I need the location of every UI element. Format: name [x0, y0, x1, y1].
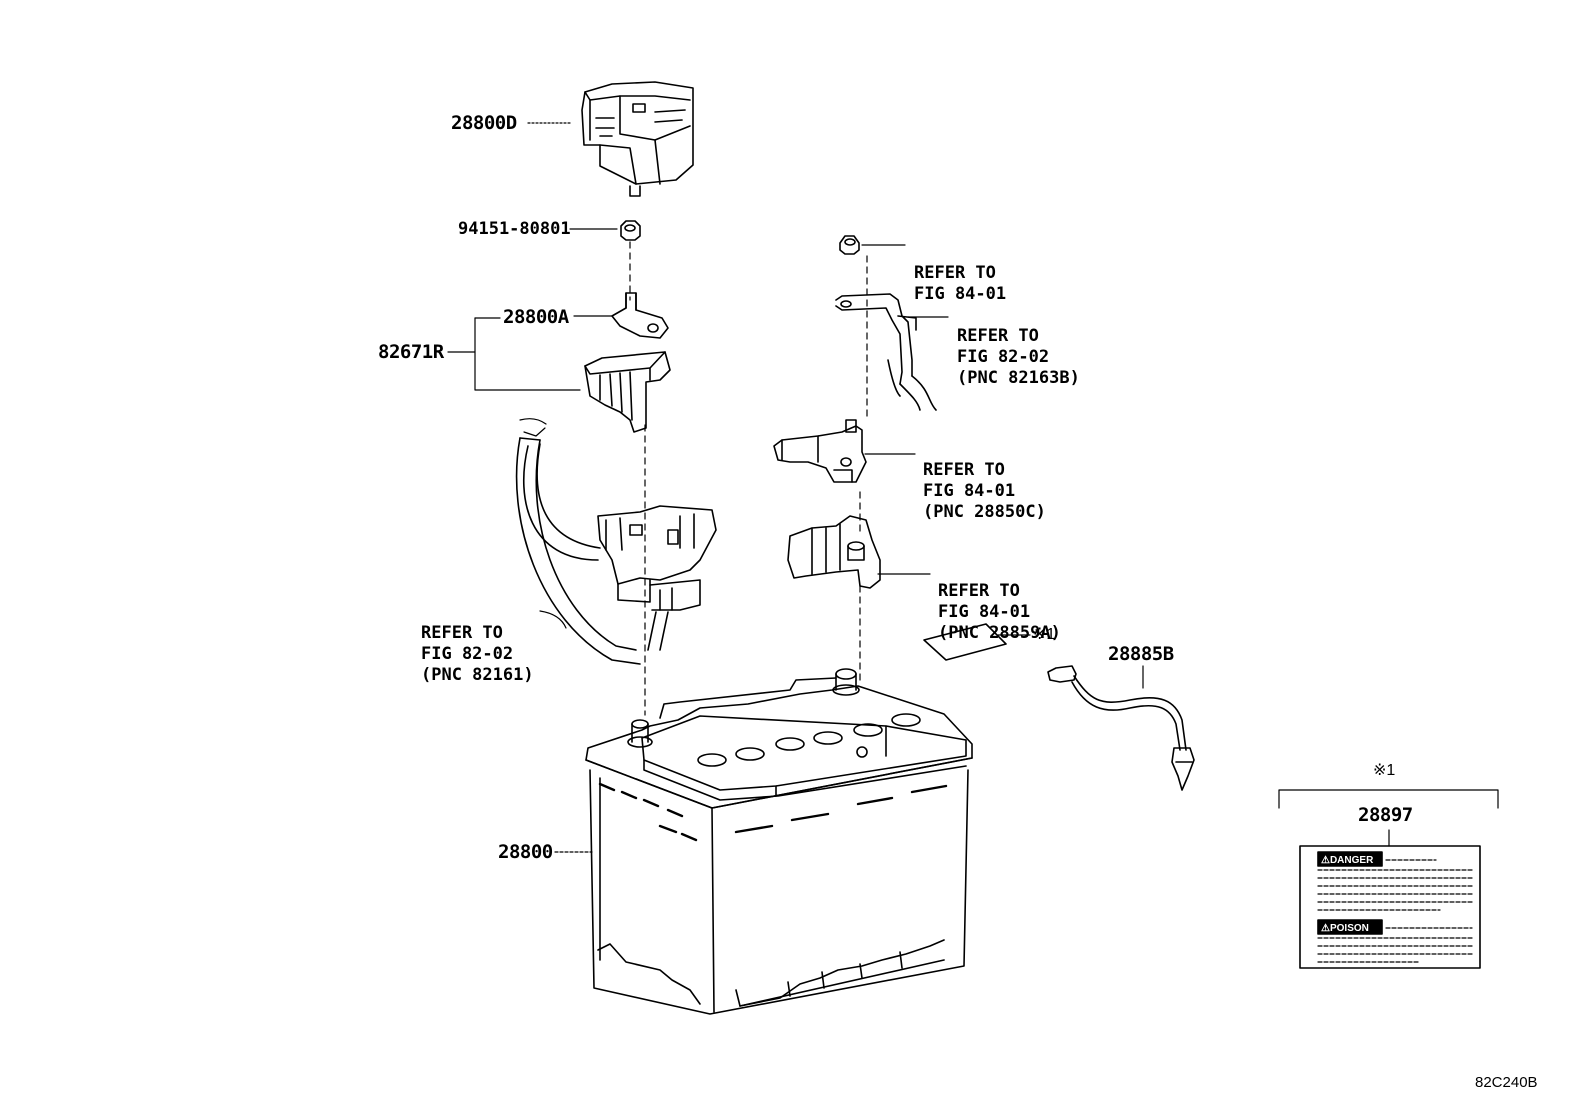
- part-label-28800A: 28800A: [503, 306, 569, 328]
- nut-right: [839, 235, 860, 255]
- danger-tag: ⚠DANGER: [1321, 855, 1374, 866]
- positive-cable-assembly: [515, 418, 717, 665]
- legend-bracket: [1278, 789, 1499, 809]
- legend-mark-1: ※1: [1373, 762, 1396, 779]
- fuse-block-82671R: [584, 351, 671, 433]
- ground-cable: [835, 293, 937, 411]
- negative-terminal-28850C: [773, 419, 867, 483]
- part-label-28800: 28800: [498, 841, 553, 863]
- leader-lines: [447, 122, 1390, 853]
- part-label-28897: 28897: [1358, 804, 1413, 826]
- part-label-82671R: 82671R: [378, 341, 444, 363]
- note-mark-1: ※1: [1033, 626, 1056, 643]
- clamp-28859A: [787, 515, 881, 589]
- battery-28800: [585, 668, 973, 1015]
- vent-hose-28885B: [1047, 665, 1195, 791]
- part-label-94151-80801: 94151-80801: [458, 219, 571, 239]
- figure-code: 82C240B: [1475, 1074, 1538, 1091]
- poison-tag: ⚠POISON: [1321, 923, 1369, 934]
- part-label-28800D: 28800D: [451, 112, 517, 134]
- terminal-cover-28800D: [581, 81, 694, 197]
- assembly-axes: [629, 241, 868, 716]
- terminal-clamp-28800A: [611, 292, 669, 339]
- nut-94151-80801: [620, 220, 641, 241]
- part-label-28885B: 28885B: [1108, 643, 1174, 665]
- warning-label-28897: ⚠DANGER ⚠POISON: [1299, 845, 1481, 969]
- label-sheet: [923, 623, 1007, 661]
